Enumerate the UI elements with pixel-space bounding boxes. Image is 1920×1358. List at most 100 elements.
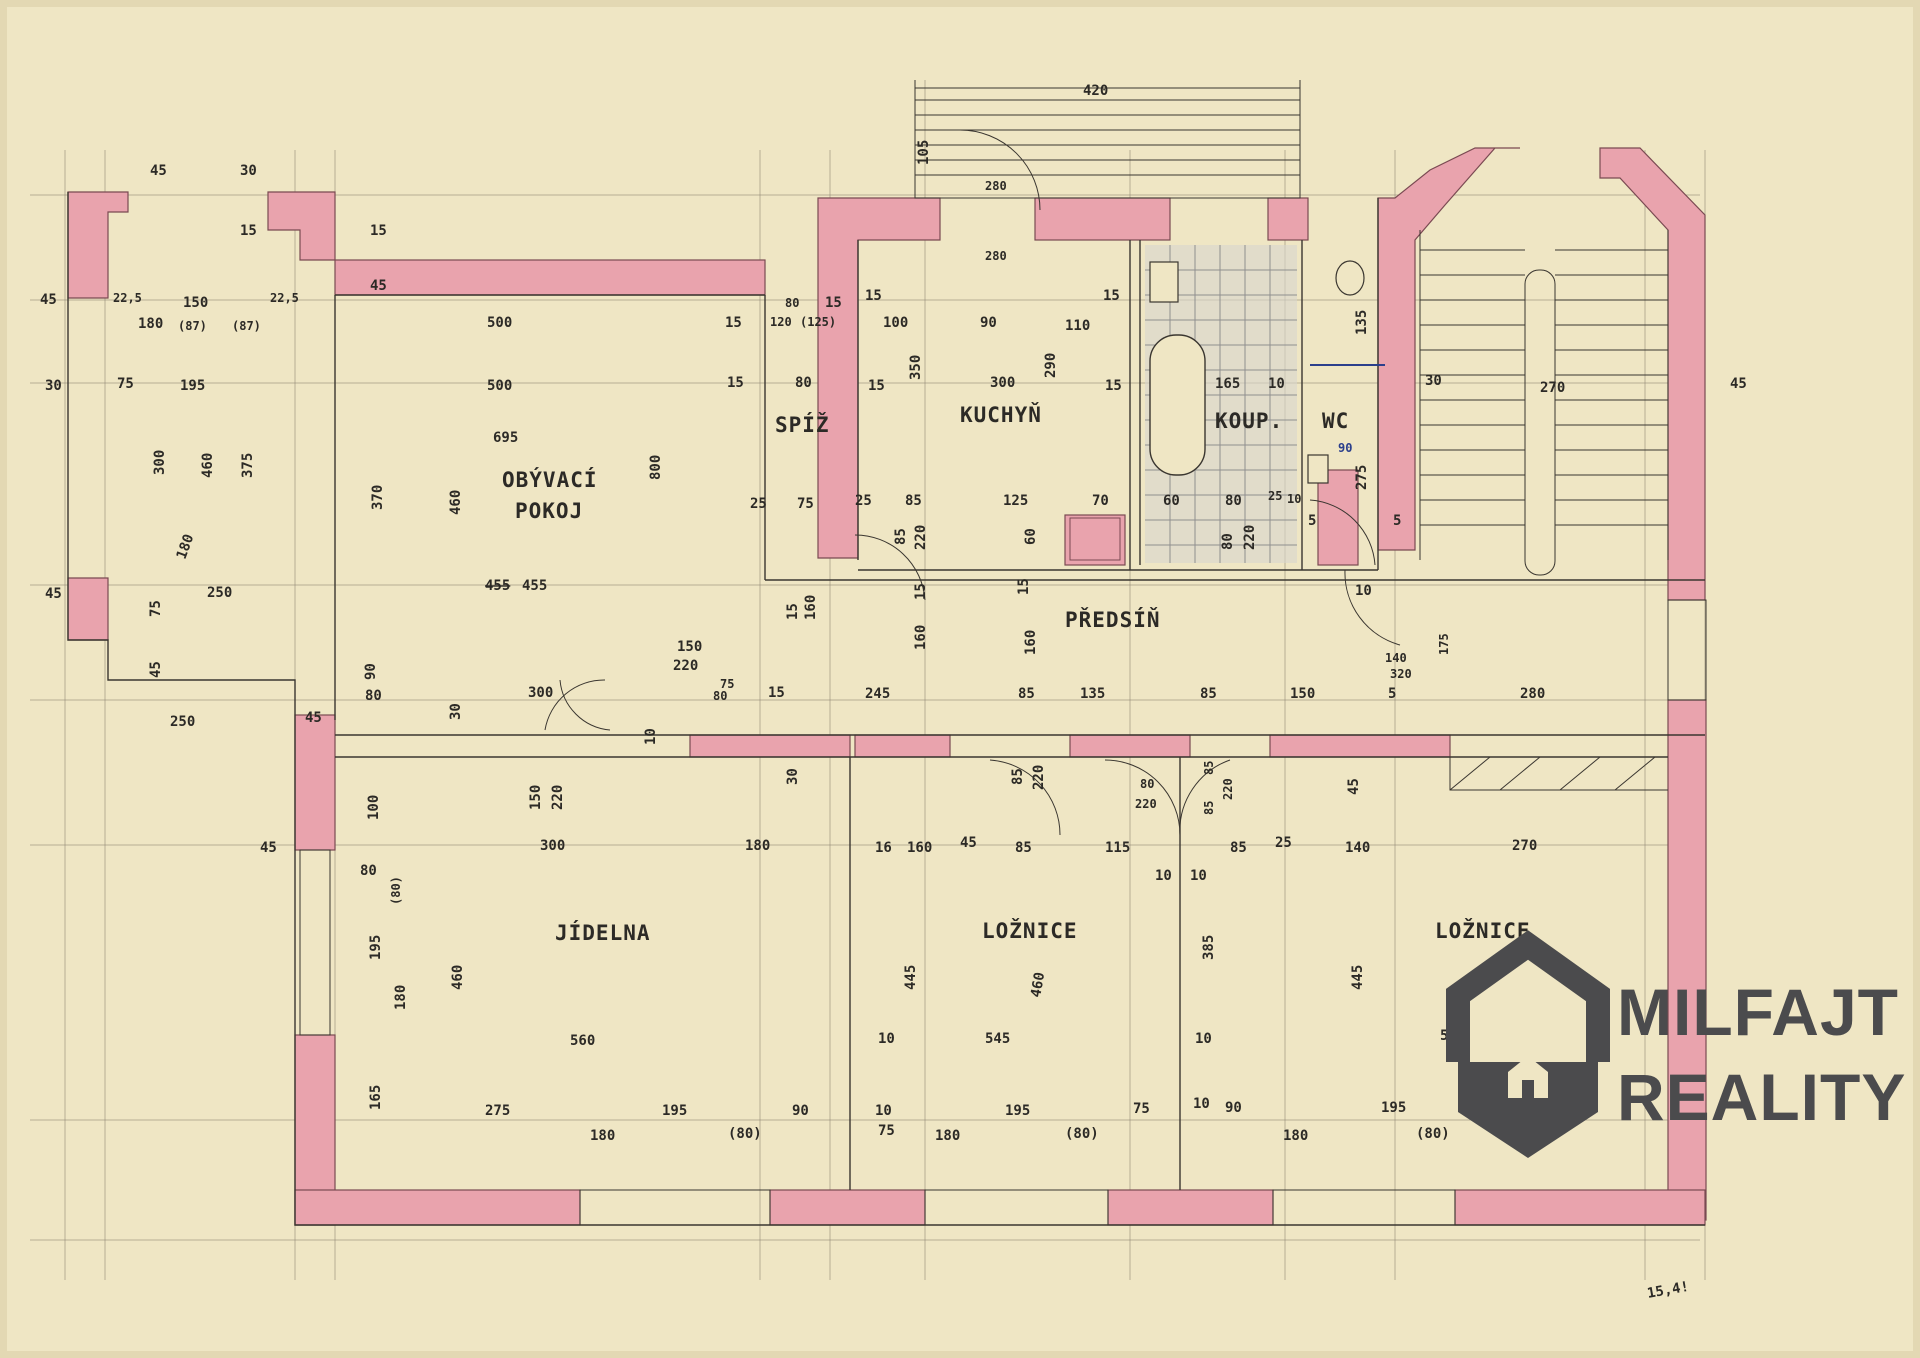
- dimension-label: 15: [825, 295, 842, 311]
- dimension-label: 15: [768, 685, 785, 701]
- dimension-label: 75: [117, 376, 134, 392]
- dimension-label: 15: [1105, 378, 1122, 394]
- dimension-label: 120: [770, 315, 792, 329]
- dimension-label: 5: [1393, 513, 1401, 529]
- dimension-label: 180: [138, 316, 163, 332]
- room-label-loznice-1: LOŽNICE: [982, 918, 1078, 943]
- dimension-label: 165: [1215, 376, 1240, 392]
- dimension-label: 455: [522, 578, 547, 594]
- dimension-label: 250: [207, 585, 232, 601]
- dimension-label: 85: [1202, 761, 1216, 775]
- dimension-label: 180: [745, 838, 770, 854]
- dimension-label: 80: [795, 375, 812, 391]
- dimension-label: 370: [370, 485, 386, 510]
- room-label-obyvaci: OBÝVACÍ: [502, 467, 598, 492]
- dimension-label: 45: [370, 278, 387, 294]
- dimension-label: 135: [1080, 686, 1105, 702]
- dimension-label: 445: [1350, 965, 1366, 990]
- dimension-label: 115: [1105, 840, 1130, 856]
- dimension-label: (87): [232, 319, 261, 333]
- dimension-label: 180: [1283, 1128, 1308, 1144]
- dimension-label: 90: [792, 1103, 809, 1119]
- dimension-label: 180: [935, 1128, 960, 1144]
- dimension-label: (80): [1416, 1126, 1450, 1142]
- milfajt-reality-logo: MILFAJT REALITY: [1446, 930, 1906, 1158]
- dimension-label: 10: [1268, 376, 1285, 392]
- dimension-label: 270: [1540, 380, 1565, 396]
- dimension-label: 30: [240, 163, 257, 179]
- dimension-label: 140: [1385, 651, 1407, 665]
- dimension-label: 560: [570, 1033, 595, 1049]
- toilet-icon: [1335, 260, 1365, 296]
- house-shield-icon: [1446, 930, 1610, 1158]
- dimension-label: 140: [1345, 840, 1370, 856]
- dimension-label: 220: [1242, 525, 1258, 550]
- stair-treads: [1420, 249, 1668, 526]
- room-label-predsin: PŘEDSÍŇ: [1065, 607, 1161, 632]
- dimension-label: 25: [1275, 835, 1292, 851]
- door-swing: [1309, 499, 1376, 566]
- room-label-spiz: SPÍŽ: [775, 412, 830, 437]
- wc-sink-icon: [1307, 454, 1329, 484]
- dimension-label: 25: [855, 493, 872, 509]
- dimension-label: 195: [1381, 1100, 1406, 1116]
- door-swing: [559, 679, 611, 731]
- dimension-label: 275: [1354, 465, 1370, 490]
- dimension-label: 25: [1268, 489, 1282, 503]
- dimension-label: 270: [1512, 838, 1537, 854]
- door-swing: [544, 679, 606, 731]
- dimension-label: 85: [1202, 801, 1216, 815]
- dimension-label: 160: [907, 840, 932, 856]
- dimension-label: (80): [389, 876, 403, 905]
- logo-text-reality: REALITY: [1617, 1060, 1906, 1134]
- dimension-label: 80: [785, 296, 799, 310]
- dimension-label: 460: [450, 965, 466, 990]
- door-swing: [1179, 759, 1231, 836]
- dimension-label: 10: [878, 1031, 895, 1047]
- dimension-label: 245: [865, 686, 890, 702]
- dimension-label: 175: [1437, 633, 1451, 655]
- dimension-label: 280: [985, 249, 1007, 263]
- dimension-label: 45: [1346, 778, 1362, 795]
- dimension-label: (80): [728, 1126, 762, 1142]
- dimension-label: 85: [893, 528, 909, 545]
- dimension-label: 105: [916, 140, 932, 165]
- dimension-label: 195: [368, 935, 384, 960]
- dimension-label: 15: [913, 583, 929, 600]
- dimension-label: 15: [240, 223, 257, 239]
- dimension-label: 15: [1016, 578, 1032, 595]
- dimension-label: 150: [1290, 686, 1315, 702]
- door-swing: [959, 129, 1041, 211]
- door-swing: [854, 534, 926, 601]
- dimension-label: 80: [1225, 493, 1242, 509]
- dimension-label: 45: [305, 710, 322, 726]
- dimension-label: 22,5: [270, 291, 299, 305]
- dimension-label: 15: [725, 315, 742, 331]
- dimension-label: 500: [487, 315, 512, 331]
- door-swing: [1344, 569, 1401, 646]
- dimension-label: 445: [903, 965, 919, 990]
- dimension-label: 5: [1388, 686, 1396, 702]
- dimension-label: 30: [448, 703, 464, 720]
- dimension-label: 125: [1003, 493, 1028, 509]
- dimension-label: 10: [875, 1103, 892, 1119]
- dimension-label: 15: [1103, 288, 1120, 304]
- dimension-label: 10: [1155, 868, 1172, 884]
- dimension-label: 195: [180, 378, 205, 394]
- dimension-label: 10: [1195, 1031, 1212, 1047]
- dimension-label: 75: [1133, 1101, 1150, 1117]
- dimension-label: (87): [178, 319, 207, 333]
- dimension-label: 160: [803, 595, 819, 620]
- dimension-label: 15: [370, 223, 387, 239]
- dimension-label: (80): [1065, 1126, 1099, 1142]
- dimension-label: 800: [648, 455, 664, 480]
- dimension-label: 15: [865, 288, 882, 304]
- dimension-label: 45: [45, 586, 62, 602]
- logo-text-milfajt: MILFAJT: [1617, 975, 1899, 1049]
- plan-outlines: [67, 80, 1707, 1226]
- dimension-label: 385: [1201, 935, 1217, 960]
- dimension-label: 15: [727, 375, 744, 391]
- dimension-label: 90: [1225, 1100, 1242, 1116]
- dimension-label: 16: [875, 840, 892, 856]
